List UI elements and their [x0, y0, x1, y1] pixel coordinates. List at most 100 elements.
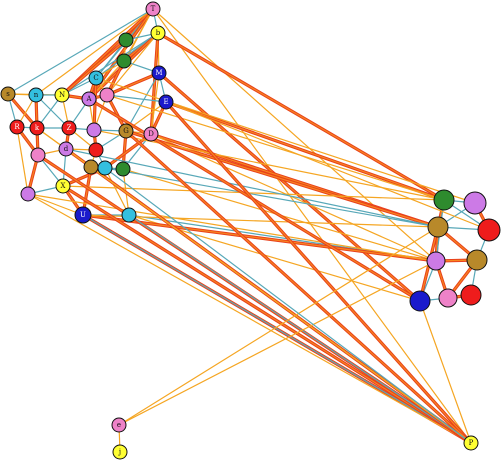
- graph-node-circle: [145, 1, 161, 17]
- graph-node-circle: [29, 120, 45, 136]
- graph-node-label: A: [85, 95, 92, 103]
- graph-edge: [165, 101, 490, 231]
- graph-node-label: P: [469, 439, 474, 447]
- graph-node: E: [158, 94, 174, 110]
- graph-node-circle: [438, 288, 458, 308]
- graph-node: A: [81, 91, 97, 107]
- graph-edge: [61, 32, 159, 96]
- graph-node-label: s: [6, 90, 10, 98]
- graph-node: [477, 218, 501, 242]
- graph-node: [438, 288, 458, 308]
- graph-node: [426, 251, 446, 271]
- graph-node-circle: [460, 284, 482, 306]
- graph-node: N: [54, 87, 70, 103]
- graph-node: G: [118, 123, 134, 139]
- graph-node-label: d: [64, 145, 69, 153]
- graph-node: n: [28, 87, 44, 103]
- graph-node: [97, 160, 113, 176]
- graph-node-circle: [463, 435, 479, 451]
- graph-node-circle: [427, 216, 449, 238]
- graph-node: R: [9, 119, 25, 135]
- graph-edge: [27, 193, 84, 216]
- graph-node-label: N: [59, 91, 65, 99]
- graph-node-circle: [112, 444, 128, 460]
- graph-node-circle: [426, 251, 446, 271]
- graph-node-circle: [118, 123, 134, 139]
- graph-node-circle: [99, 87, 115, 103]
- graph-edge: [7, 8, 154, 95]
- graph-node-circle: [55, 178, 71, 194]
- graph-node-label: j: [118, 448, 121, 456]
- graph-node-circle: [150, 25, 166, 41]
- graph-edge: [125, 130, 472, 444]
- graph-node-circle: [433, 189, 455, 211]
- graph-edge: [128, 214, 472, 444]
- graph-edge: [95, 77, 476, 204]
- graph-node-circle: [83, 159, 99, 175]
- graph-node-label: k: [35, 124, 40, 132]
- graph-node-circle: [20, 186, 36, 202]
- graph-node-circle: [151, 65, 167, 81]
- graph-node: d: [58, 141, 74, 157]
- graph-node-label: n: [34, 91, 39, 99]
- graph-edge: [62, 185, 472, 444]
- graph-node-label: D: [148, 130, 154, 138]
- graph-node: [460, 284, 482, 306]
- graph-node: [88, 142, 104, 158]
- graph-node: [409, 290, 431, 312]
- graph-node-label: M: [155, 69, 162, 77]
- graph-node: [433, 189, 455, 211]
- graph-node: e: [111, 417, 127, 433]
- graph-node-circle: [61, 120, 77, 136]
- graph-node: [83, 159, 99, 175]
- graph-node: Z: [61, 120, 77, 136]
- graph-node-circle: [97, 160, 113, 176]
- graph-edge: [27, 193, 472, 444]
- graph-edge: [157, 32, 445, 201]
- graph-edge: [104, 167, 472, 444]
- graph-node-label: R: [14, 123, 20, 131]
- graph-node-circle: [116, 53, 132, 69]
- graph-node-label: X: [61, 182, 66, 190]
- graph-node: [20, 186, 36, 202]
- graph-edge: [150, 72, 160, 135]
- graph-node-label: T: [151, 5, 156, 13]
- graph-edge: [65, 148, 439, 228]
- graph-node: X: [55, 178, 71, 194]
- graph-edge: [61, 39, 127, 96]
- graph-node-label: G: [123, 127, 129, 135]
- graph-node: k: [29, 120, 45, 136]
- graph-edge: [150, 32, 159, 135]
- graph-edge: [104, 167, 130, 216]
- graph-node: T: [145, 1, 161, 17]
- graph-node-circle: [409, 290, 431, 312]
- graph-edge: [93, 129, 445, 201]
- graph-edge: [106, 94, 445, 201]
- edge-layer: [6, 7, 491, 453]
- graph-edge: [82, 214, 439, 228]
- graph-node: [427, 216, 449, 238]
- graph-edge: [16, 126, 29, 195]
- graph-node: M: [151, 65, 167, 81]
- graph-edge: [82, 214, 472, 444]
- graph-node-circle: [28, 87, 44, 103]
- graph-node-circle: [115, 161, 131, 177]
- graph-node-label: C: [93, 74, 98, 82]
- graph-node: [115, 161, 131, 177]
- graph-node-circle: [158, 94, 174, 110]
- graph-edge: [106, 94, 167, 103]
- graph-node-circle: [0, 86, 16, 102]
- graph-edge: [165, 101, 472, 444]
- graph-node: [121, 207, 137, 223]
- graph-node-label: U: [80, 211, 86, 219]
- graph-node-label: e: [117, 421, 121, 429]
- graph-node-circle: [30, 147, 46, 163]
- graph-edge: [158, 72, 421, 302]
- graph-edge: [118, 226, 439, 426]
- graph-node-circle: [88, 70, 104, 86]
- graph-edge: [35, 94, 70, 129]
- graph-node: [118, 32, 134, 48]
- graph-node: [86, 122, 102, 138]
- graph-node: U: [74, 206, 92, 224]
